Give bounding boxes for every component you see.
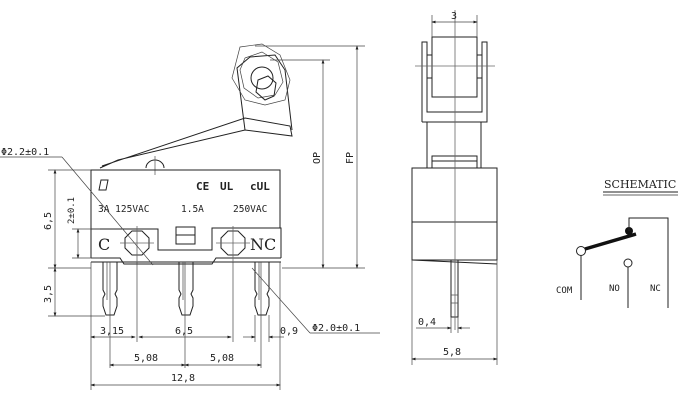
side-view: 3 0,4 5,8 xyxy=(411,10,498,365)
dim-fp: FP xyxy=(345,152,356,164)
lever-arm xyxy=(99,43,293,175)
no-contact-icon xyxy=(623,258,633,268)
dim-op: OP xyxy=(312,152,323,164)
mounting-hole-left xyxy=(124,230,150,256)
dim-hole-diameter: Φ2.2±0.1 xyxy=(1,147,49,158)
lever-symbol-icon xyxy=(98,179,109,191)
schematic: SCHEMATIC COM NO NC xyxy=(556,178,678,308)
terminal-label-nc: NC xyxy=(250,235,276,254)
schematic-title: SCHEMATIC xyxy=(604,178,676,191)
label-com: COM xyxy=(556,286,573,296)
dim-body-length: 12,8 xyxy=(171,373,195,384)
dim-hole-spacing: 6,5 xyxy=(175,326,193,337)
label-nc: NC xyxy=(650,284,661,294)
dim-body-width: 5,8 xyxy=(443,347,461,358)
dim-pin-thickness: 0,4 xyxy=(418,317,436,328)
dim-edge-to-hole: 3,15 xyxy=(100,326,124,337)
dim-pin-diameter: Φ2.0±0.1 xyxy=(312,323,360,334)
rating-mid: 1.5A xyxy=(181,204,204,215)
mounting-hole-right xyxy=(220,230,246,256)
rating-right: 250VAC xyxy=(233,204,267,215)
label-no: NO xyxy=(609,284,620,294)
terminal-pins xyxy=(102,262,270,368)
switch-body: CE UL cUL 3A 125VAC 1.5A 250VAC C NC xyxy=(90,169,282,265)
dim-pin-width: 0,9 xyxy=(280,326,298,337)
front-dimensions: 3,15 6,5 0,9 5,08 5,08 12,8 6,5 3,5 2±0.… xyxy=(0,45,380,390)
dim-body-height: 6,5 xyxy=(43,212,54,230)
rating-left: 3A 125VAC xyxy=(98,204,149,215)
dim-hole-height: 2±0.1 xyxy=(67,197,77,224)
ul-mark: UL xyxy=(220,180,234,193)
dim-pitch-right: 5,08 xyxy=(210,353,234,364)
front-view: CE UL cUL 3A 125VAC 1.5A 250VAC C NC xyxy=(0,43,380,390)
terminal-label-c: C xyxy=(98,235,110,254)
dim-pitch-left: 5,08 xyxy=(134,353,158,364)
ce-mark: CE xyxy=(196,180,209,193)
dim-pin-length: 3,5 xyxy=(43,285,54,303)
cul-mark: cUL xyxy=(250,180,270,193)
dim-roller-width: 3 xyxy=(451,11,457,22)
com-contact-icon xyxy=(576,246,586,256)
